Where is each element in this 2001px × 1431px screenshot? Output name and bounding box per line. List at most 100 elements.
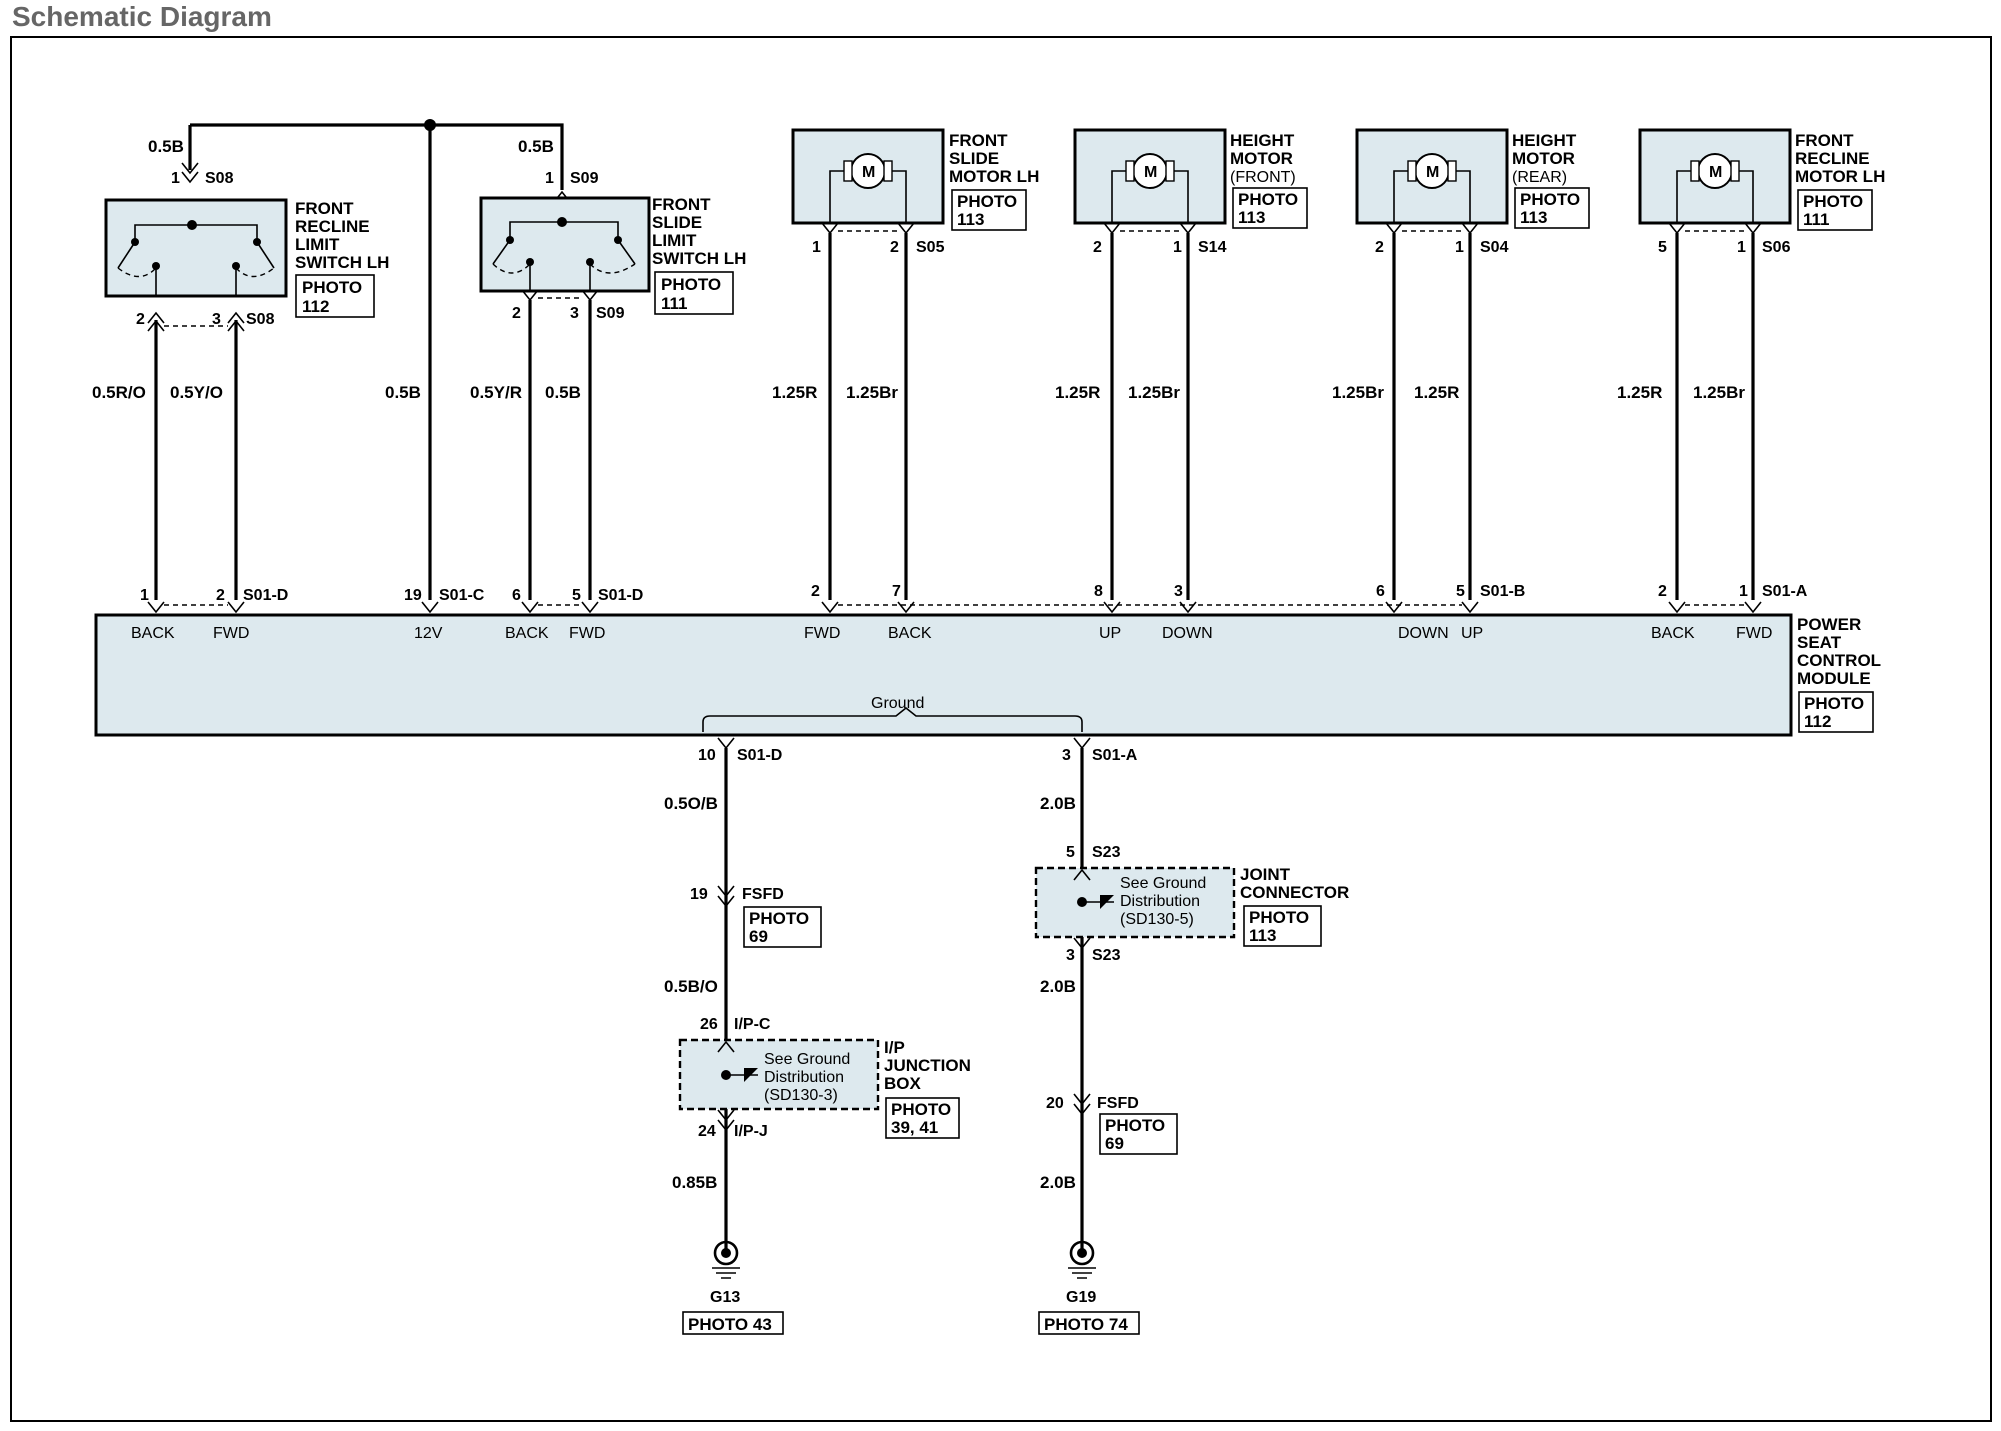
mod-func-12v: 12V <box>414 625 443 642</box>
module-connector-mark <box>227 601 245 614</box>
recline-sw-pin-3: 3 <box>212 311 221 328</box>
gr-module-pin: 3 <box>1062 747 1071 764</box>
mod-func-fwd-4: FWD <box>1736 625 1772 642</box>
power-seat-control-module: 1 2 19 6 5 2 7 8 3 6 5 2 1 S01-D S01-C S… <box>94 583 1881 737</box>
slide-motor-wire-1: 1.25R <box>772 383 817 402</box>
mod-func-fwd-1: FWD <box>213 625 249 642</box>
gr-jc-text-1: See Ground <box>1120 875 1206 892</box>
recline-sw-photo-2: 112 <box>302 297 329 316</box>
recline-motor-photo-2: 111 <box>1803 210 1830 229</box>
height-front-pin-1: 1 <box>1173 239 1182 256</box>
recline-sw-bottom-conn: S08 <box>246 311 275 328</box>
module-name-3: CONTROL <box>1797 651 1881 670</box>
gl-jb-text-3: (SD130-3) <box>764 1087 838 1104</box>
mod-conn-s01d-b: S01-D <box>598 587 643 604</box>
height-motor-rear: M HEIGHT MOTOR (REAR) PHOTO 113 2 1 S04 … <box>1332 128 1590 600</box>
mod-pin-2c: 2 <box>1658 583 1667 600</box>
gl-jb-top-conn: I/P-C <box>734 1016 771 1033</box>
slide-sw-photo-2: 111 <box>661 294 688 313</box>
mod-conn-s01b: S01-B <box>1480 583 1525 600</box>
gr-jc-top-pin: 5 <box>1066 844 1075 861</box>
gr-jc-name-2: CONNECTOR <box>1240 883 1349 902</box>
mod-func-fwd-3: FWD <box>804 625 840 642</box>
height-rear-wire-2: 1.25R <box>1414 383 1459 402</box>
front-recline-motor: M FRONT RECLINE MOTOR LH PHOTO 111 5 1 S… <box>1617 128 1885 600</box>
height-rear-name-2: MOTOR <box>1512 149 1575 168</box>
module-connector-mark <box>521 601 539 614</box>
gl-jb-bot-conn: I/P-J <box>734 1123 768 1140</box>
gr-wire-3: 2.0B <box>1040 1173 1076 1192</box>
gr-jc-bot-pin: 3 <box>1066 947 1075 964</box>
module-name-1: POWER <box>1797 615 1861 634</box>
recline-motor-pin-1: 1 <box>1737 239 1746 256</box>
slide-motor-pin-1: 1 <box>812 239 821 256</box>
gr-jc-bot-conn: S23 <box>1092 947 1121 964</box>
mod-pin-19: 19 <box>404 587 422 604</box>
slide-motor-m: M <box>862 164 875 181</box>
height-rear-pin-1: 1 <box>1455 239 1464 256</box>
slide-sw-photo-1: PHOTO <box>661 275 721 294</box>
slide-sw-name-4: SWITCH LH <box>652 249 746 268</box>
mod-func-down-1: DOWN <box>1162 625 1213 642</box>
recline-motor-name-3: MOTOR LH <box>1795 167 1885 186</box>
slide-motor-pin-2: 2 <box>890 239 899 256</box>
height-front-m: M <box>1144 164 1157 181</box>
recline-motor-wire-1: 1.25R <box>1617 383 1662 402</box>
slide-motor-wire-2: 1.25Br <box>846 383 898 402</box>
slide-sw-pin-3: 3 <box>570 305 579 322</box>
mod-func-fwd-2: FWD <box>569 625 605 642</box>
module-connector-mark <box>821 601 839 614</box>
recline-sw-name-1: FRONT <box>295 199 354 218</box>
gr-wire-2: 2.0B <box>1040 977 1076 996</box>
module-ground-label: Ground <box>871 695 924 712</box>
recline-sw-top-pin: 1 <box>171 170 180 187</box>
gl-jb-top-pin: 26 <box>700 1016 718 1033</box>
page-title: Schematic Diagram <box>12 1 272 32</box>
slide-motor-name-2: SLIDE <box>949 149 999 168</box>
gl-wire-1: 0.5O/B <box>664 794 718 813</box>
recline-sw-name-3: LIMIT <box>295 235 340 254</box>
module-connector-mark <box>147 601 165 614</box>
gr-jc-photo-2: 113 <box>1249 926 1276 945</box>
ground-path-left: 10 S01-D 0.5O/B 19 FSFD PHOTO 69 0.5B/O … <box>664 737 971 1335</box>
height-motor-front: M HEIGHT MOTOR (FRONT) PHOTO 113 2 1 S14… <box>1055 128 1308 600</box>
supply-bus: 0.5B 0.5B 0.5B <box>148 119 571 600</box>
mod-func-back-2: BACK <box>505 625 549 642</box>
mod-func-up-2: UP <box>1461 625 1483 642</box>
recline-sw-name-4: SWITCH LH <box>295 253 389 272</box>
gr-jc-name-1: JOINT <box>1240 865 1291 884</box>
supply-wire-label-3: 0.5B <box>385 383 421 402</box>
gr-fsfd-conn: FSFD <box>1097 1095 1139 1112</box>
height-rear-conn: S04 <box>1480 239 1509 256</box>
recline-wire-1: 0.5R/O <box>92 383 146 402</box>
module-connector-mark <box>1385 601 1403 614</box>
module-connector-mark <box>1103 601 1121 614</box>
recline-sw-top-conn: S08 <box>205 170 234 187</box>
supply-wire-label-1: 0.5B <box>148 137 184 156</box>
mod-pin-8: 8 <box>1094 583 1103 600</box>
mod-func-back-4: BACK <box>1651 625 1695 642</box>
gl-ground-photo: PHOTO 43 <box>688 1315 772 1334</box>
slide-motor-name-1: FRONT <box>949 131 1008 150</box>
module-connector-mark <box>1179 601 1197 614</box>
slide-sw-name-1: FRONT <box>652 195 711 214</box>
mod-pin-2: 2 <box>216 587 225 604</box>
mod-pin-7: 7 <box>892 583 901 600</box>
front-slide-motor: M FRONT SLIDE MOTOR LH PHOTO 113 1 2 S05… <box>772 128 1039 600</box>
gl-jb-photo-2: 39, 41 <box>891 1118 938 1137</box>
recline-motor-pin-5: 5 <box>1658 239 1667 256</box>
module-connector-marks <box>147 601 1762 614</box>
height-front-photo-2: 113 <box>1238 208 1265 227</box>
height-rear-photo-1: PHOTO <box>1520 190 1580 209</box>
slide-sw-pin-2: 2 <box>512 305 521 322</box>
ground-path-right: 3 S01-A 2.0B 5 S23 See Ground Distributi… <box>1034 737 1349 1335</box>
gr-ground-id: G19 <box>1066 1289 1096 1306</box>
height-front-conn: S14 <box>1198 239 1227 256</box>
height-rear-photo-2: 113 <box>1520 208 1547 227</box>
gl-jb-name-1: I/P <box>884 1038 905 1057</box>
height-rear-name-1: HEIGHT <box>1512 131 1577 150</box>
gr-ground-photo: PHOTO 74 <box>1044 1315 1128 1334</box>
mod-func-back-1: BACK <box>131 625 175 642</box>
slide-sw-top-conn: S09 <box>570 170 599 187</box>
mod-pin-2b: 2 <box>811 583 820 600</box>
